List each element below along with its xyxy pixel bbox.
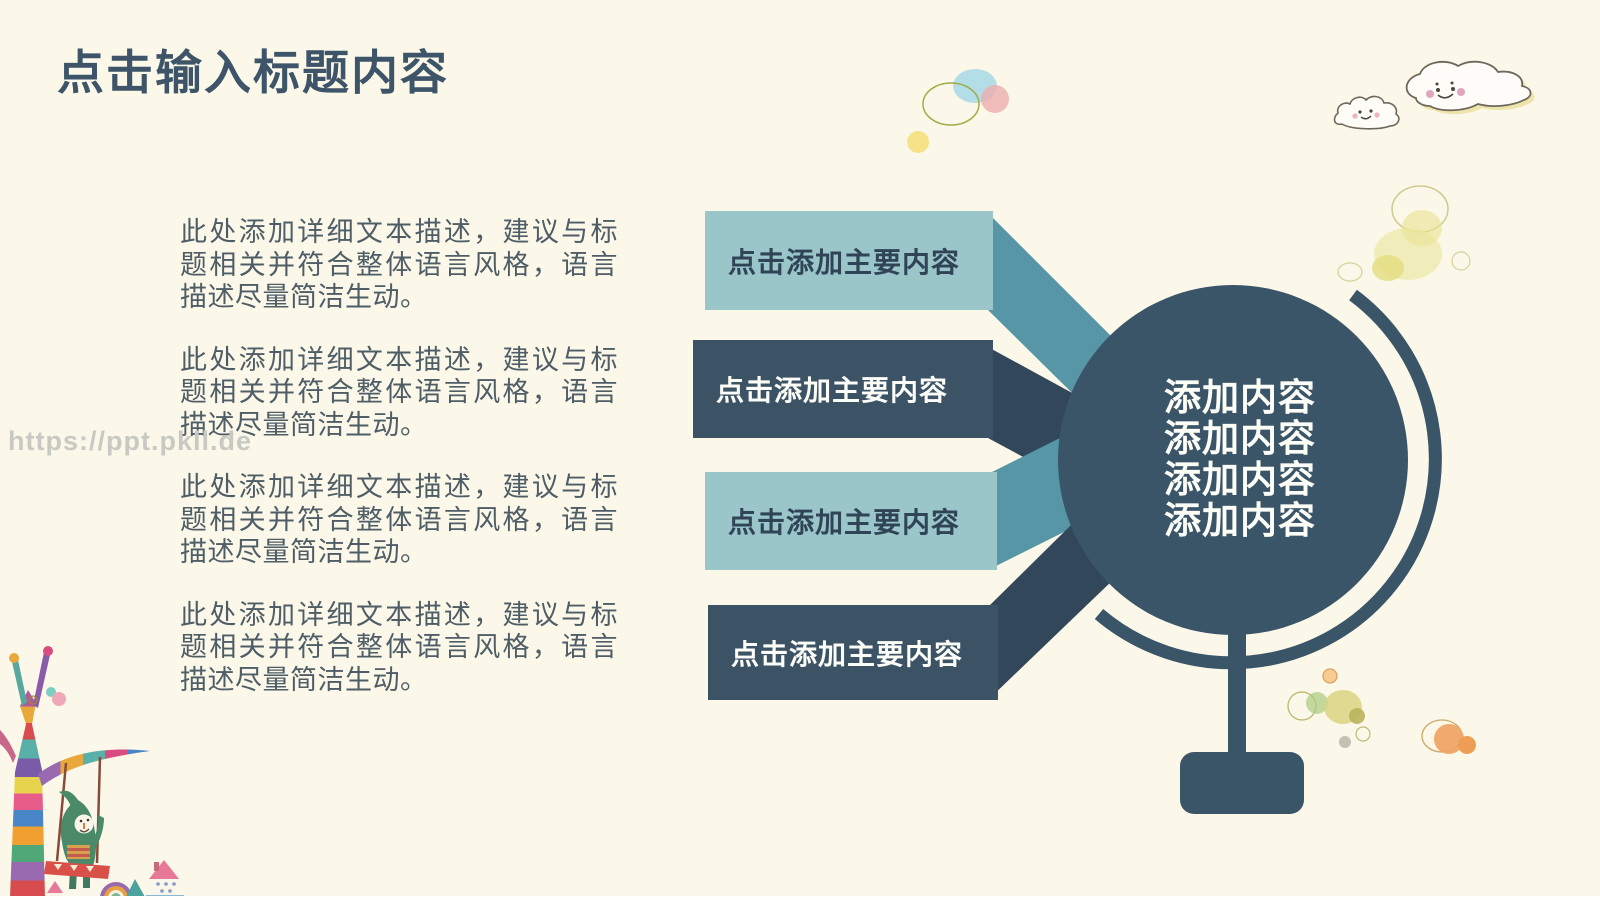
globe-graphic xyxy=(1058,285,1442,814)
content-banner-4[interactable]: 点击添加主要内容 xyxy=(708,605,998,700)
body-paragraph: 此处添加详细文本描述，建议与标题相关并符合整体语言风格，语言描述尽量简洁生动。 xyxy=(180,344,618,440)
globe-content-line: 添加内容 xyxy=(1164,377,1316,418)
globe-content-line: 添加内容 xyxy=(1164,418,1316,459)
globe-content-placeholder[interactable]: 添加内容 添加内容 添加内容 添加内容 xyxy=(1090,377,1390,541)
bottom-edge-strip xyxy=(0,896,1600,900)
content-banner-2[interactable]: 点击添加主要内容 xyxy=(693,340,993,438)
body-paragraph: 此处添加详细文本描述，建议与标题相关并符合整体语言风格，语言描述尽量简洁生动。 xyxy=(180,599,618,695)
banner-label: 点击添加主要内容 xyxy=(731,638,964,670)
watermark-url: https://ppt.pkll.de xyxy=(8,426,252,456)
patchwork-tree-swing-icon xyxy=(0,646,184,899)
globe-stand-arc xyxy=(1094,289,1442,670)
globe-content-line: 添加内容 xyxy=(1164,459,1316,500)
content-banner-3[interactable]: 点击添加主要内容 xyxy=(705,472,997,570)
yellow-bubbles-icon xyxy=(1337,185,1471,282)
globe-stand-base xyxy=(1180,752,1304,814)
banner-label: 点击添加主要内容 xyxy=(716,375,949,406)
globe-content-line: 添加内容 xyxy=(1164,500,1316,541)
slide-title[interactable]: 点击输入标题内容 xyxy=(57,46,449,99)
body-text-column: 此处添加详细文本描述，建议与标题相关并符合整体语言风格，语言描述尽量简洁生动。 … xyxy=(180,216,620,726)
olive-bubbles-icon xyxy=(1287,668,1371,748)
pastel-bubbles-icon xyxy=(907,69,1009,153)
body-paragraph: 此处添加详细文本描述，建议与标题相关并符合整体语言风格，语言描述尽量简洁生动。 xyxy=(180,217,618,312)
globe-stand-pole xyxy=(1228,600,1246,762)
smiling-clouds-icon xyxy=(1333,60,1535,130)
banner-label: 点击添加主要内容 xyxy=(728,246,961,278)
content-banner-1[interactable]: 点击添加主要内容 xyxy=(705,211,993,310)
orange-bubbles-icon xyxy=(1421,719,1476,754)
globe-circle xyxy=(1058,285,1408,635)
body-paragraph: 此处添加详细文本描述，建议与标题相关并符合整体语言风格，语言描述尽量简洁生动。 xyxy=(180,472,618,567)
banner-label: 点击添加主要内容 xyxy=(728,507,961,538)
